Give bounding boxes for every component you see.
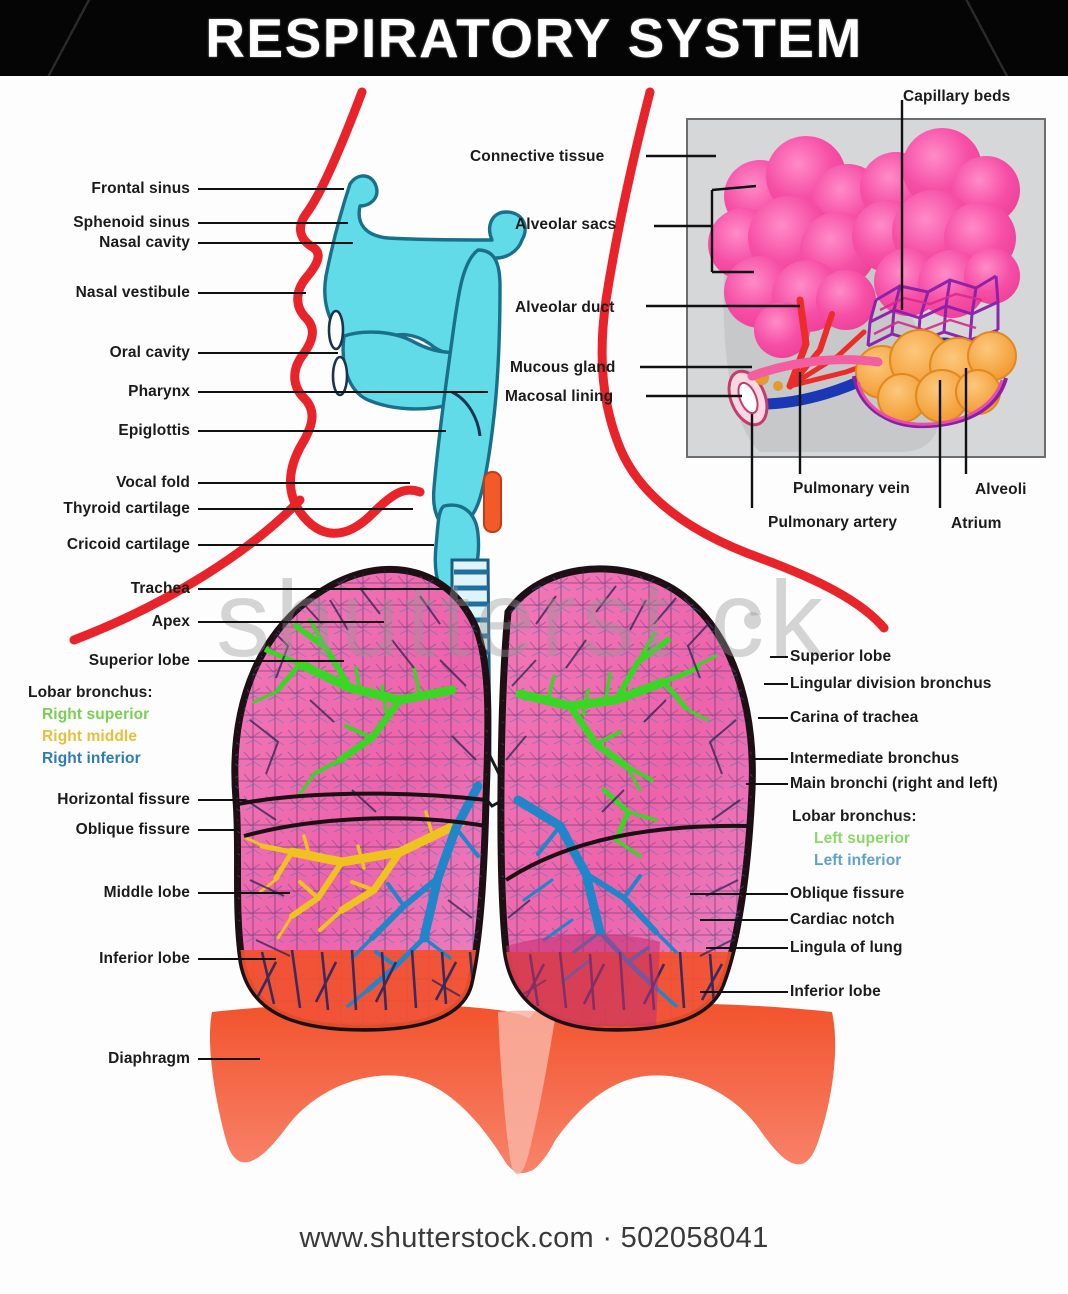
leader-trachea bbox=[198, 588, 448, 590]
thyroid-cartilage-mark bbox=[483, 471, 502, 533]
title-banner: RESPIRATORY SYSTEM bbox=[0, 0, 1068, 76]
label-cardiac-notch: Cardiac notch bbox=[790, 911, 895, 928]
label-apex: Apex bbox=[151, 613, 190, 630]
leader-frontal-sinus bbox=[198, 188, 344, 190]
label-mucous-gland: Mucous gland bbox=[510, 359, 616, 376]
leader-thyroid-cartilage bbox=[198, 508, 413, 510]
label-nasal-vestibule: Nasal vestibule bbox=[75, 284, 190, 301]
leader-oral-cavity bbox=[198, 352, 338, 354]
alveolar-sac-right bbox=[852, 128, 1020, 318]
leader-carina-of-trachea bbox=[758, 717, 788, 719]
label-alveolar-duct: Alveolar duct bbox=[515, 299, 615, 316]
leader-cricoid-cartilage bbox=[198, 544, 434, 546]
label-inferior-lobe: Inferior lobe bbox=[790, 983, 881, 1000]
label-alveoli: Alveoli bbox=[975, 481, 1027, 498]
body-profile-line bbox=[69, 87, 889, 645]
label-capillary-beds: Capillary beds bbox=[903, 88, 1011, 105]
right-lung bbox=[231, 565, 492, 1032]
leader-superior-lobe bbox=[198, 660, 344, 662]
page-title: RESPIRATORY SYSTEM bbox=[205, 7, 863, 69]
leader-nasal-vestibule bbox=[198, 292, 306, 294]
label-sphenoid-sinus: Sphenoid sinus bbox=[73, 214, 190, 231]
leader-oblique-fissure bbox=[198, 829, 240, 831]
label-diaphragm: Diaphragm bbox=[108, 1050, 190, 1067]
watermark-dot bbox=[744, 612, 761, 629]
horizontal-fissure bbox=[237, 791, 487, 806]
label-main-bronchi-right-and-left: Main bronchi (right and left) bbox=[790, 775, 998, 792]
label-vocal-fold: Vocal fold bbox=[116, 474, 190, 491]
leader-superior-lobe bbox=[770, 656, 788, 658]
label-superior-lobe: Superior lobe bbox=[790, 648, 892, 665]
label-oblique-fissure: Oblique fissure bbox=[790, 885, 905, 902]
label-cricoid-cartilage: Cricoid cartilage bbox=[66, 536, 190, 553]
alveoli-rim bbox=[852, 375, 1008, 429]
alveolar-detail-inset bbox=[708, 128, 1020, 452]
label-connective-tissue: Connective tissue bbox=[470, 148, 605, 165]
leader-sphenoid-sinus bbox=[198, 222, 348, 224]
label-oral-cavity: Oral cavity bbox=[109, 344, 190, 361]
label-intermediate-bronchus: Intermediate bronchus bbox=[790, 750, 960, 767]
leader-inferior-lobe bbox=[198, 958, 276, 960]
leader-pharynx bbox=[198, 391, 488, 393]
leader-horizontal-fissure bbox=[198, 799, 246, 801]
label-pulmonary-vein: Pulmonary vein bbox=[793, 480, 910, 497]
banner-bevel-left bbox=[0, 0, 150, 76]
lobar-item-left-superior: Left superior bbox=[814, 830, 911, 847]
label-pharynx: Pharynx bbox=[128, 383, 190, 400]
upper-airway bbox=[323, 174, 527, 599]
inset-leader-lines bbox=[640, 100, 968, 508]
label-nasal-cavity: Nasal cavity bbox=[99, 234, 190, 251]
lobar-bronchus-heading: Lobar bronchus: bbox=[28, 684, 153, 701]
lobar-item-right-middle: Right middle bbox=[42, 728, 138, 745]
label-macosal-lining: Macosal lining bbox=[505, 388, 614, 405]
leader-epiglottis bbox=[198, 430, 446, 432]
label-lingular-division-bronchus: Lingular division bronchus bbox=[790, 675, 992, 692]
alveolar-sac-left bbox=[708, 136, 884, 358]
label-pulmonary-artery: Pulmonary artery bbox=[768, 514, 898, 531]
leader-lingular-division-bronchus bbox=[764, 683, 788, 685]
lobar-item-right-superior: Right superior bbox=[42, 706, 150, 723]
leader-nasal-cavity bbox=[198, 242, 353, 244]
lobar-bronchus-heading: Lobar bronchus: bbox=[792, 808, 917, 825]
label-alveolar-sacs: Alveolar sacs bbox=[515, 216, 617, 233]
label-frontal-sinus: Frontal sinus bbox=[91, 180, 190, 197]
bronchiole-cut-end bbox=[727, 369, 783, 427]
lobar-item-left-inferior: Left inferior bbox=[814, 852, 902, 869]
leader-apex bbox=[198, 621, 384, 623]
label-oblique-fissure: Oblique fissure bbox=[75, 821, 190, 838]
lingula-shading bbox=[506, 934, 660, 1026]
label-trachea: Trachea bbox=[130, 580, 190, 597]
label-atrium: Atrium bbox=[951, 515, 1002, 532]
oblique-fissure-right bbox=[243, 816, 487, 838]
left-lung bbox=[497, 565, 756, 1032]
leader-vocal-fold bbox=[198, 482, 410, 484]
lobar-item-right-inferior: Right inferior bbox=[42, 750, 141, 767]
label-thyroid-cartilage: Thyroid cartilage bbox=[63, 500, 190, 517]
leader-intermediate-bronchus bbox=[752, 758, 788, 760]
leader-diaphragm bbox=[198, 1058, 260, 1060]
leader-oblique-fissure bbox=[690, 893, 788, 895]
leader-cardiac-notch bbox=[700, 919, 788, 921]
leader-lingula-of-lung bbox=[706, 947, 788, 949]
leader-middle-lobe bbox=[198, 892, 290, 894]
label-carina-of-trachea: Carina of trachea bbox=[790, 709, 919, 726]
label-epiglottis: Epiglottis bbox=[118, 422, 190, 439]
label-lingula-of-lung: Lingula of lung bbox=[790, 939, 903, 956]
leader-inferior-lobe bbox=[700, 991, 788, 993]
label-horizontal-fissure: Horizontal fissure bbox=[57, 791, 190, 808]
banner-bevel-right bbox=[918, 0, 1068, 76]
label-superior-lobe: Superior lobe bbox=[88, 652, 190, 669]
diaphragm bbox=[209, 1003, 836, 1175]
label-inferior-lobe: Inferior lobe bbox=[99, 950, 190, 967]
oblique-fissure-left bbox=[504, 823, 751, 882]
footer-credit: www.shutterstock.com · 502058041 bbox=[299, 1222, 769, 1254]
leader-main-bronchi-right-and-left bbox=[746, 783, 788, 785]
label-middle-lobe: Middle lobe bbox=[103, 884, 190, 901]
